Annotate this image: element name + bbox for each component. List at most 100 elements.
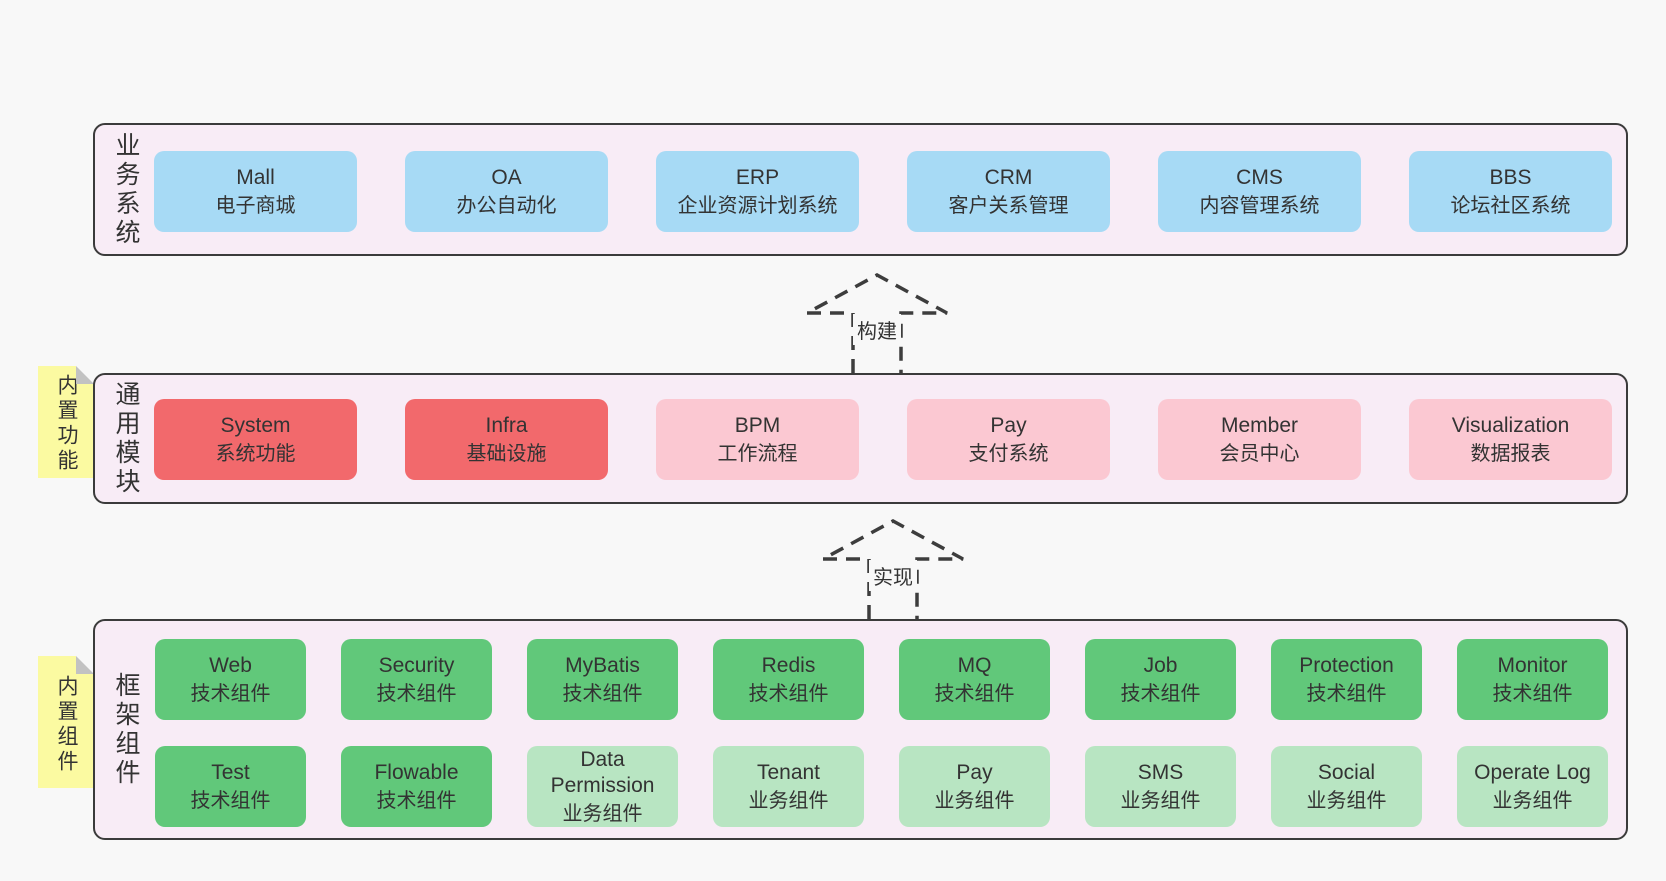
node-job: Job 技术组件 [1085,639,1236,720]
node-subtitle: 客户关系管理 [948,195,1069,218]
node-subtitle: 技术组件 [1306,683,1387,706]
node-subtitle: 技术组件 [190,683,271,706]
node-pay: Pay 业务组件 [899,746,1050,827]
business-row: Mall 电子商城 OA 办公自动化 ERP 企业资源计划系统 CRM 客户关系管理 CMS 内容… [154,151,1612,232]
dashed-up-arrow-implement-icon [822,519,964,619]
node-subtitle: 系统功能 [215,443,296,466]
node-subtitle: 业务组件 [934,790,1015,813]
node-title: Member [1220,413,1299,437]
dashed-up-arrow-build-icon [806,273,948,373]
node-test: Test 技术组件 [155,746,306,827]
layer-business-label: 业务系统 [112,131,140,248]
node-mybatis: MyBatis 技术组件 [527,639,678,720]
node-title: Social [1317,760,1376,784]
node-bpm: BPM 工作流程 [656,399,859,480]
node-subtitle: 基础设施 [466,443,547,466]
node-subtitle: 业务组件 [1120,790,1201,813]
modules-row: System 系统功能 Infra 基础设施 BPM 工作流程 Pay 支付系统 Member 会… [154,399,1612,480]
node-subtitle: 技术组件 [1492,683,1573,706]
node-subtitle: 技术组件 [562,683,643,706]
node-title: Test [211,760,250,784]
layer-framework-components: 框架组件 Web 技术组件 Security 技术组件 MyBatis 技术组件 Redis… [93,619,1628,840]
node-pay: Pay 支付系统 [907,399,1110,480]
node-system: System 系统功能 [154,399,357,480]
node-subtitle: 业务组件 [1492,790,1573,813]
node-member: Member 会员中心 [1158,399,1361,480]
node-title: BPM [734,413,781,437]
node-flowable: Flowable 技术组件 [341,746,492,827]
node-title: Infra [485,413,528,437]
sticky-note-builtin-components-text: 内置组件 [55,674,78,775]
node-protection: Protection 技术组件 [1271,639,1422,720]
node-subtitle: 业务组件 [562,802,643,825]
node-title: Flowable [374,760,459,784]
node-oa: OA 办公自动化 [405,151,608,232]
node-title: Data Permission [550,748,655,797]
node-subtitle: 会员中心 [1219,443,1300,466]
node-mall: Mall 电子商城 [154,151,357,232]
node-title: CRM [984,165,1033,189]
node-subtitle: 内容管理系统 [1199,195,1320,218]
node-subtitle: 电子商城 [215,195,296,218]
node-title: System [220,413,291,437]
node-subtitle: 技术组件 [376,790,457,813]
layer-components-label: 框架组件 [112,671,140,788]
node-subtitle: 企业资源计划系统 [677,195,838,218]
node-tenant: Tenant 业务组件 [713,746,864,827]
layer-common-modules: 通用模块 System 系统功能 Infra 基础设施 BPM 工作流程 Pay 支付系统 Me… [93,373,1628,504]
node-title: ERP [735,165,780,189]
node-title: MQ [957,653,992,677]
node-title: Monitor [1497,653,1568,677]
node-subtitle: 业务组件 [748,790,829,813]
node-erp: ERP 企业资源计划系统 [656,151,859,232]
node-title: Operate Log [1474,760,1591,784]
node-subtitle: 业务组件 [1306,790,1387,813]
node-title: Pay [990,413,1027,437]
node-sms: SMS 业务组件 [1085,746,1236,827]
node-subtitle: 数据报表 [1470,443,1551,466]
node-subtitle: 论坛社区系统 [1450,195,1571,218]
node-title: OA [491,165,522,189]
sticky-note-builtin-components: 内置组件 [38,656,94,788]
node-operate-log: Operate Log 业务组件 [1457,746,1608,827]
node-title: Mall [236,165,275,189]
node-subtitle: 办公自动化 [456,195,557,218]
node-title: Redis [761,653,816,677]
node-title: Web [209,653,252,677]
node-web: Web 技术组件 [155,639,306,720]
node-security: Security 技术组件 [341,639,492,720]
node-subtitle: 支付系统 [968,443,1049,466]
node-social: Social 业务组件 [1271,746,1422,827]
node-title: Visualization [1451,413,1570,437]
node-title: MyBatis [565,653,640,677]
node-cms: CMS 内容管理系统 [1158,151,1361,232]
node-title: Tenant [756,760,821,784]
node-monitor: Monitor 技术组件 [1457,639,1608,720]
node-subtitle: 技术组件 [190,790,271,813]
node-title: Protection [1299,653,1394,677]
node-title: BBS [1489,165,1532,189]
node-title: Job [1143,653,1178,677]
sticky-note-builtin-features-text: 内置功能 [55,374,78,475]
node-mq: MQ 技术组件 [899,639,1050,720]
node-title: CMS [1236,165,1283,189]
node-subtitle: 技术组件 [934,683,1015,706]
node-data-permission: Data Permission 业务组件 [527,746,678,827]
arrow-implement-label: 实现 [869,560,917,591]
sticky-note-builtin-features: 内置功能 [38,366,94,478]
node-crm: CRM 客户关系管理 [907,151,1110,232]
layer-modules-label: 通用模块 [112,380,140,497]
node-visualization: Visualization 数据报表 [1409,399,1612,480]
node-bbs: BBS 论坛社区系统 [1409,151,1612,232]
node-subtitle: 技术组件 [376,683,457,706]
node-title: Pay [956,760,993,784]
node-title: SMS [1137,760,1184,784]
node-subtitle: 技术组件 [1120,683,1201,706]
node-subtitle: 工作流程 [717,443,798,466]
arrow-build-label: 构建 [853,314,901,345]
node-infra: Infra 基础设施 [405,399,608,480]
node-title: Security [378,653,455,677]
